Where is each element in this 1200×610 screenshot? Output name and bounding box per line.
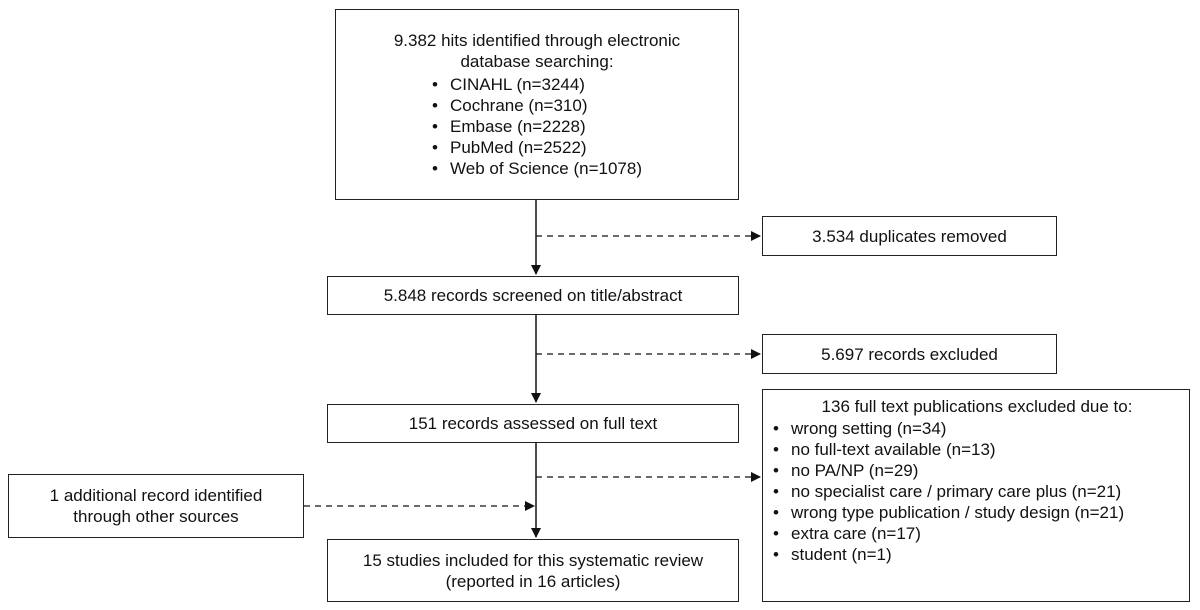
additional-record-box: 1 additional record identified through o…	[8, 474, 304, 538]
list-item: CINAHL (n=3244)	[432, 74, 642, 95]
fulltext-excluded-title: 136 full text publications excluded due …	[821, 397, 1133, 416]
included-line-1: 15 studies included for this systematic …	[362, 550, 704, 570]
list-item: wrong type publication / study design (n…	[773, 502, 1181, 523]
included-line-2: (reported in 16 articles)	[445, 571, 621, 591]
search-database-list: CINAHL (n=3244) Cochrane (n=310) Embase …	[432, 74, 642, 179]
list-item: no full-text available (n=13)	[773, 439, 1181, 460]
list-item: Embase (n=2228)	[432, 116, 642, 137]
list-item: PubMed (n=2522)	[432, 137, 642, 158]
list-item: extra care (n=17)	[773, 523, 1181, 544]
fulltext-box: 151 records assessed on full text	[327, 404, 739, 443]
list-item: student (n=1)	[773, 544, 1181, 565]
search-title: 9.382 hits identified through electronic…	[393, 31, 681, 71]
additional-record-label: 1 additional record identified through o…	[49, 486, 263, 526]
excluded-box: 5.697 records excluded	[762, 334, 1057, 374]
screened-box: 5.848 records screened on title/abstract	[327, 276, 739, 315]
fulltext-excluded-box: 136 full text publications excluded due …	[762, 389, 1190, 602]
list-item: Cochrane (n=310)	[432, 95, 642, 116]
search-box: 9.382 hits identified through electronic…	[335, 9, 739, 200]
exclusion-reason-list: wrong setting (n=34) no full-text availa…	[773, 418, 1181, 565]
list-item: Web of Science (n=1078)	[432, 158, 642, 179]
list-item: no PA/NP (n=29)	[773, 460, 1181, 481]
included-box: 15 studies included for this systematic …	[327, 539, 739, 602]
fulltext-label: 151 records assessed on full text	[408, 414, 658, 433]
duplicates-box: 3.534 duplicates removed	[762, 216, 1057, 256]
screened-label: 5.848 records screened on title/abstract	[383, 286, 683, 305]
duplicates-label: 3.534 duplicates removed	[812, 226, 1007, 246]
excluded-label: 5.697 records excluded	[821, 344, 998, 364]
list-item: no specialist care / primary care plus (…	[773, 481, 1181, 502]
list-item: wrong setting (n=34)	[773, 418, 1181, 439]
